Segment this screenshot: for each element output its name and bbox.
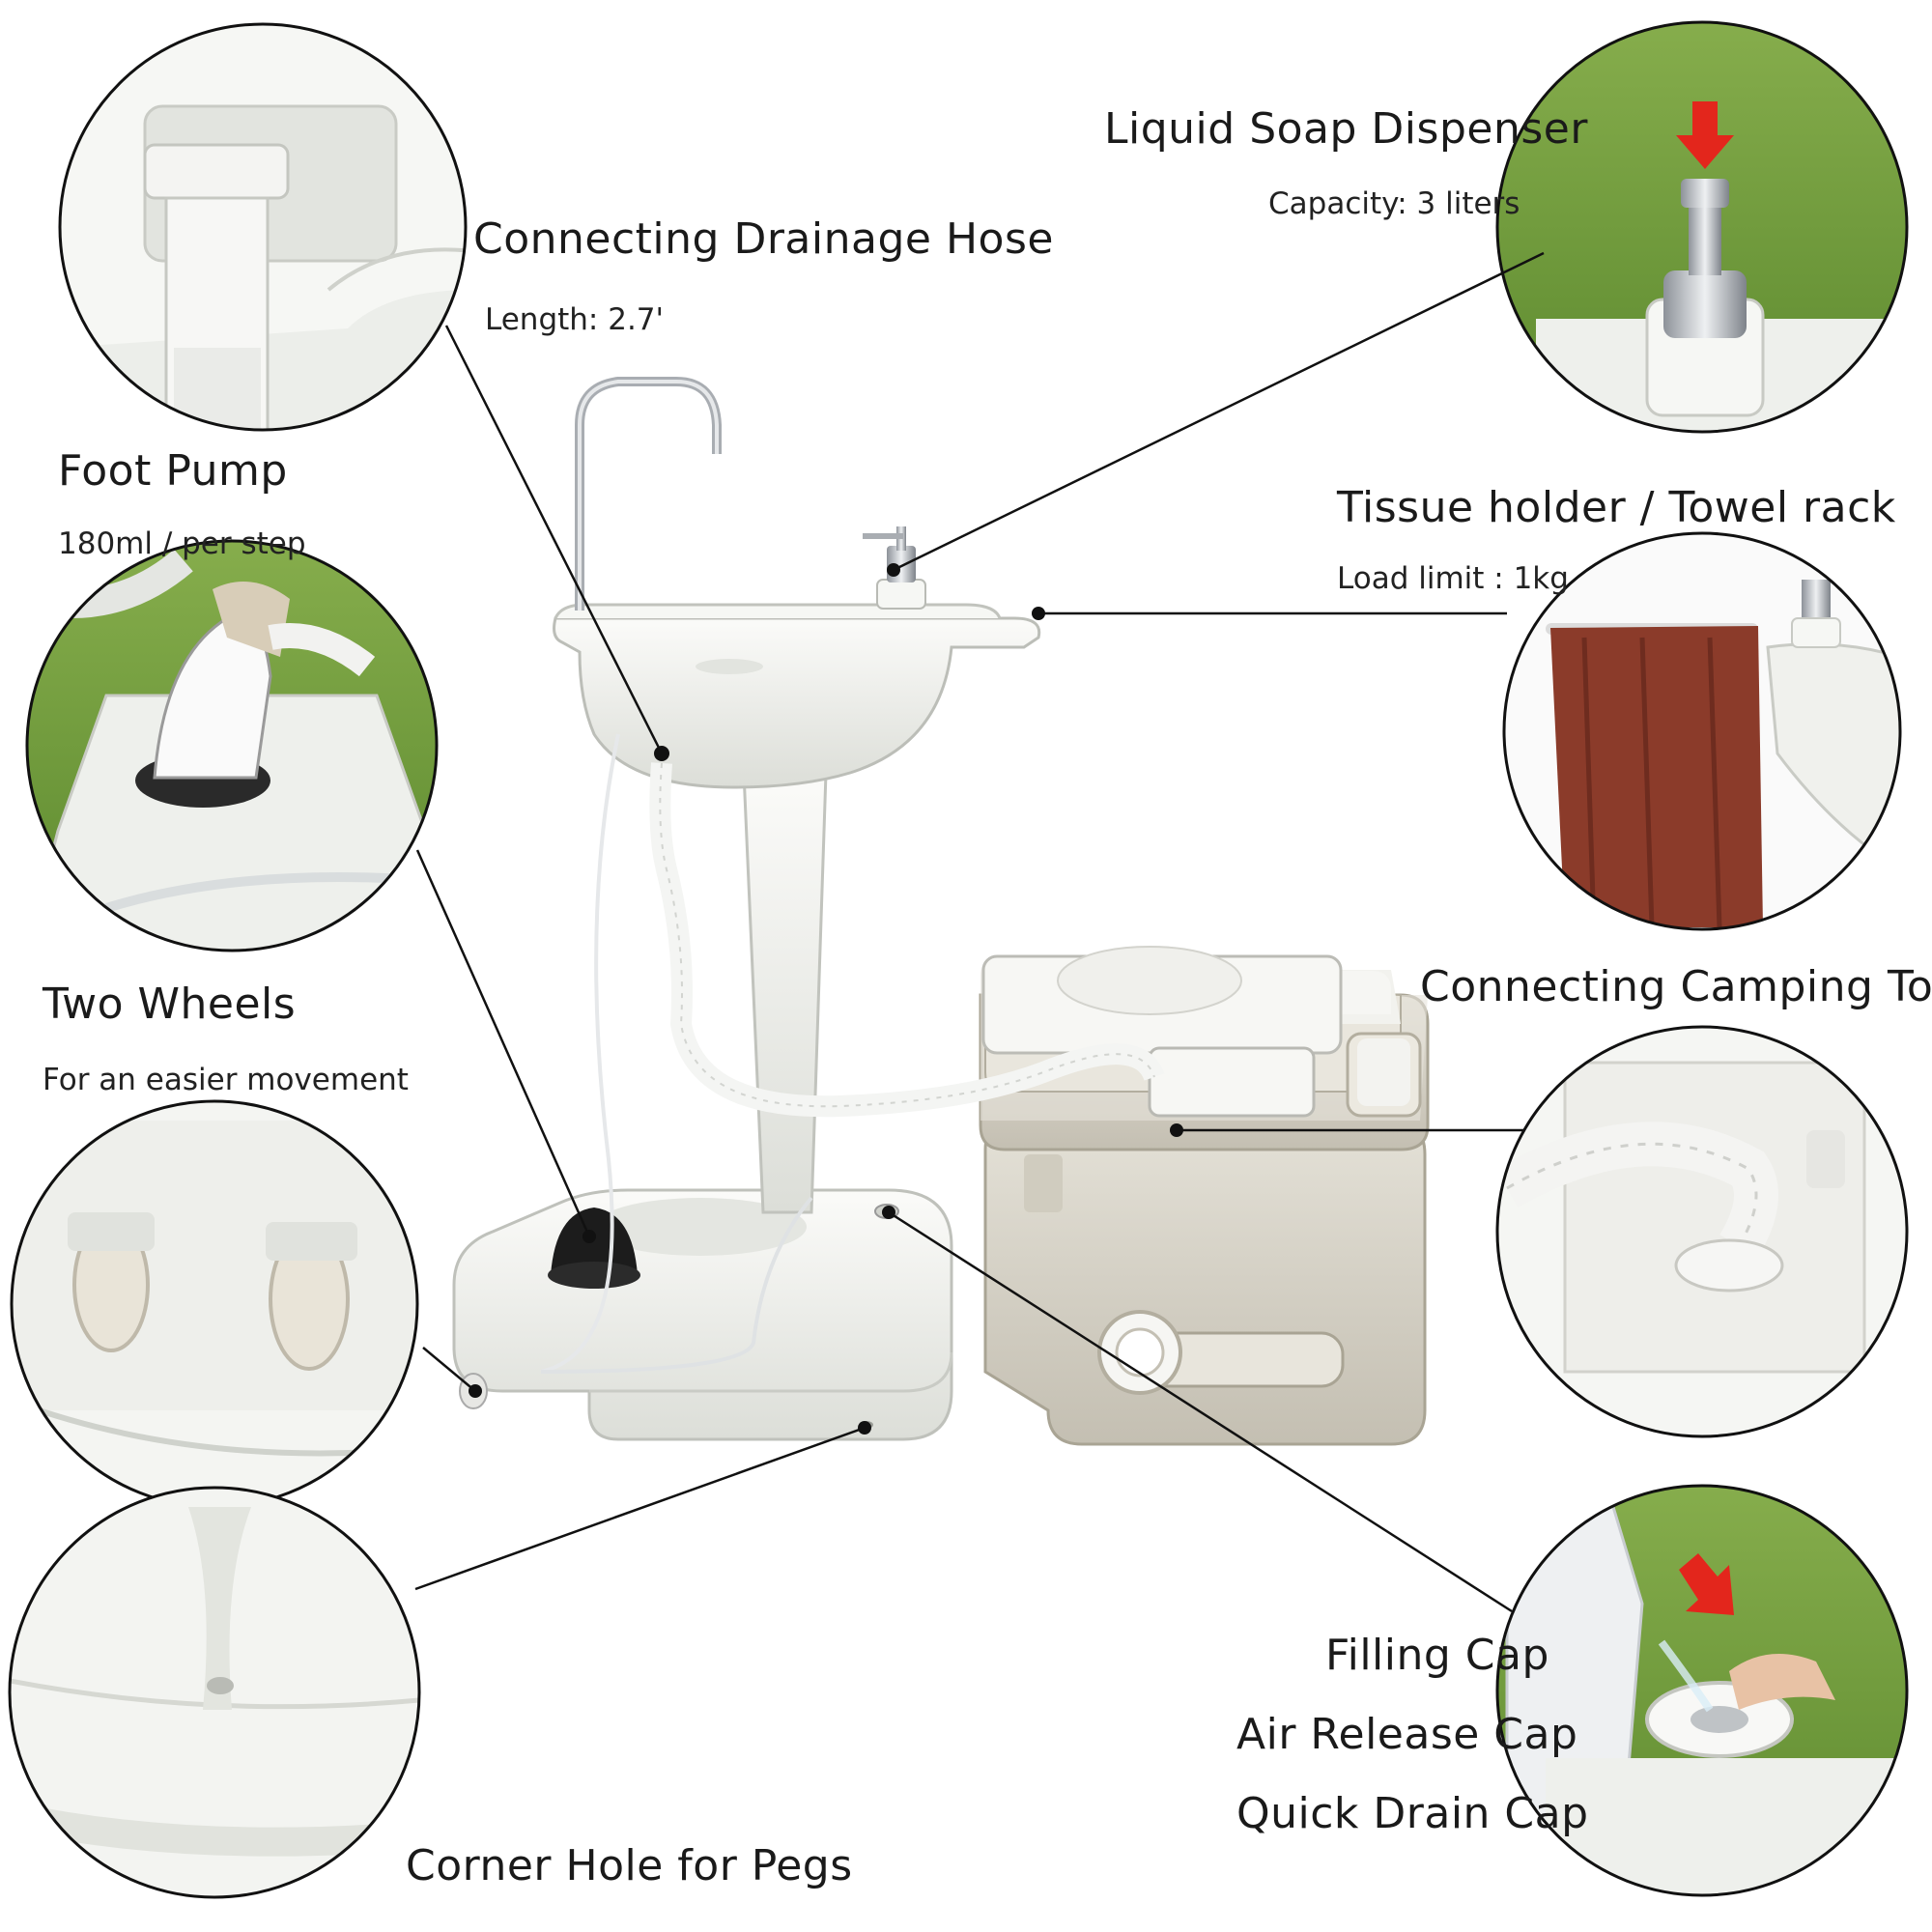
soap-dispenser-title: Liquid Soap Dispenser <box>1104 104 1588 154</box>
two-wheels-title: Two Wheels <box>43 980 297 1029</box>
corner-hole-title: Corner Hole for Pegs <box>406 1841 853 1890</box>
soap-dispenser-detail <box>1495 20 1909 434</box>
foot-pump-detail-text: 180ml / per step <box>58 526 306 561</box>
wash-station <box>452 377 1165 1441</box>
drainage-hose-title: Connecting Drainage Hose <box>473 214 1054 264</box>
tissue-holder-detail-text: Load limit : 1kg <box>1337 561 1569 596</box>
foot-pump-title: Foot Pump <box>58 446 288 496</box>
camping-toilet-title: Connecting Camping Toilet <box>1420 962 1932 1011</box>
tissue-holder-title: Tissue holder / Towel rack <box>1337 483 1896 532</box>
drainage-hose-detail-text: Length: 2.7' <box>485 302 665 337</box>
toilet-connection-detail <box>1495 1025 1909 1438</box>
air-release-cap-label: Air Release Cap <box>1236 1710 1578 1759</box>
filling-cap-label: Filling Cap <box>1325 1631 1549 1680</box>
leader-lines <box>414 251 1545 1613</box>
two-wheels-detail-text: For an easier movement <box>43 1063 409 1097</box>
red-arrow-icon <box>1676 101 1734 169</box>
filling-cap-detail <box>1495 1484 1909 1897</box>
drainage-hose-detail <box>58 22 468 432</box>
towel-rack-detail <box>1502 531 1902 931</box>
wheels-detail <box>10 1099 419 1509</box>
leader-dots <box>469 563 1183 1435</box>
quick-drain-cap-label: Quick Drain Cap <box>1236 1789 1589 1838</box>
soap-dispenser-detail-text: Capacity: 3 liters <box>1268 186 1520 221</box>
red-arrow-icon <box>1679 1553 1734 1615</box>
corner-hole-detail <box>8 1486 421 1899</box>
camping-toilet <box>979 946 1430 1446</box>
foot-pump-detail <box>25 539 439 952</box>
